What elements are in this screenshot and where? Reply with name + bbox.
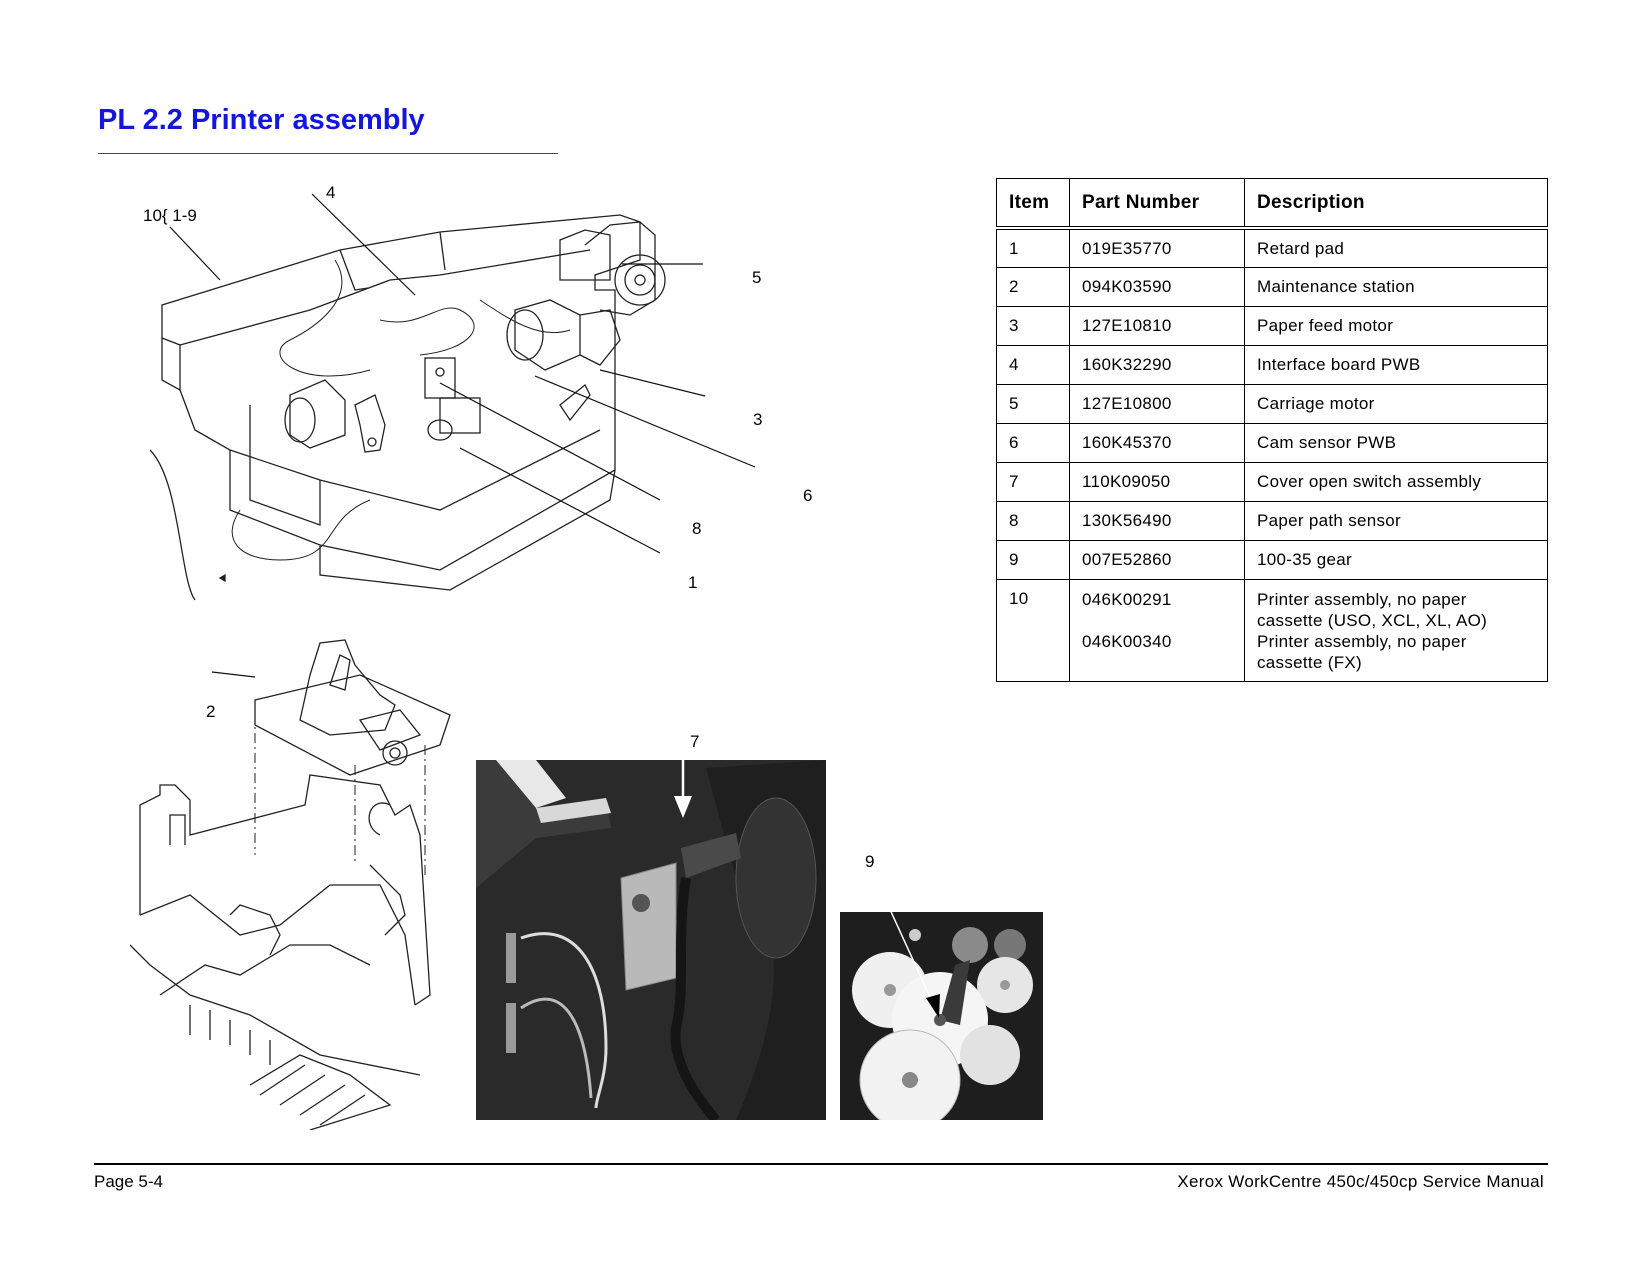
description-line: cassette (USO, XCL, XL, AO) <box>1257 610 1488 630</box>
table-row: 9 007E52860 100-35 gear <box>996 539 1548 580</box>
cell-item: 6 <box>996 422 1070 463</box>
callout-10: 10{ 1-9 <box>143 206 197 225</box>
cell-description: 100-35 gear <box>1244 539 1548 580</box>
cell-part-number: 007E52860 <box>1069 539 1245 580</box>
cell-description: Retard pad <box>1244 227 1548 268</box>
part-number-line: 046K00340 <box>1082 631 1172 651</box>
cell-item: 5 <box>996 383 1070 424</box>
cell-part-number: 019E35770 <box>1069 227 1245 268</box>
callout-4: 4 <box>326 183 336 202</box>
cell-description: Interface board PWB <box>1244 344 1548 385</box>
callout-1: 1 <box>688 573 698 592</box>
cell-item: 4 <box>996 344 1070 385</box>
callout-8: 8 <box>692 519 702 538</box>
callout-3: 3 <box>753 410 763 429</box>
cell-item: 9 <box>996 539 1070 580</box>
cover-switch-photo <box>476 748 826 1120</box>
table-row: 4 160K32290 Interface board PWB <box>996 344 1548 385</box>
manual-title: Xerox WorkCentre 450c/450cp Service Manu… <box>1177 1172 1544 1191</box>
cell-description: Cam sensor PWB <box>1244 422 1548 463</box>
cell-part-number: 094K03590 <box>1069 266 1245 307</box>
table-header-row: Item Part Number Description <box>996 178 1548 230</box>
table-row: 2 094K03590 Maintenance station <box>996 266 1548 307</box>
cell-description: Carriage motor <box>1244 383 1548 424</box>
table-row: 1 019E35770 Retard pad <box>996 227 1548 268</box>
cell-part-number: 110K09050 <box>1069 461 1245 502</box>
cell-part-number: 130K56490 <box>1069 500 1245 541</box>
cell-item: 1 <box>996 227 1070 268</box>
cell-item: 7 <box>996 461 1070 502</box>
header-description: Description <box>1244 178 1548 230</box>
cell-description: Cover open switch assembly <box>1244 461 1548 502</box>
cell-part-number: 127E10800 <box>1069 383 1245 424</box>
callout-7: 7 <box>690 732 700 751</box>
page-title: PL 2.2 Printer assembly <box>98 104 425 136</box>
description-line: Printer assembly, no paper <box>1257 631 1467 651</box>
cell-description: Printer assembly, no paper cassette (USO… <box>1244 578 1548 682</box>
cell-description: Maintenance station <box>1244 266 1548 307</box>
parts-table: Item Part Number Description 1 019E35770… <box>996 178 1548 682</box>
title-underline <box>98 153 558 154</box>
footer-divider <box>94 1163 1548 1165</box>
table-row: 5 127E10800 Carriage motor <box>996 383 1548 424</box>
cell-item: 2 <box>996 266 1070 307</box>
table-row: 6 160K45370 Cam sensor PWB <box>996 422 1548 463</box>
cell-item: 3 <box>996 305 1070 346</box>
description-line: cassette (FX) <box>1257 652 1362 672</box>
cell-item: 8 <box>996 500 1070 541</box>
cell-description: Paper path sensor <box>1244 500 1548 541</box>
description-line: Printer assembly, no paper <box>1257 589 1467 609</box>
callout-5: 5 <box>752 268 762 287</box>
maintenance-station-drawing <box>130 639 451 1130</box>
gear-photo <box>840 880 1043 1120</box>
part-number-line: 046K00291 <box>1082 589 1172 609</box>
table-row: 10 046K00291 046K00340 Printer assembly,… <box>996 578 1548 682</box>
table-row: 8 130K56490 Paper path sensor <box>996 500 1548 541</box>
cell-part-number: 046K00291 046K00340 <box>1069 578 1245 682</box>
callout-9: 9 <box>865 852 875 871</box>
table-row: 7 110K09050 Cover open switch assembly <box>996 461 1548 502</box>
header-item: Item <box>996 178 1070 230</box>
callout-2: 2 <box>206 702 216 721</box>
cell-part-number: 160K45370 <box>1069 422 1245 463</box>
callout-6: 6 <box>803 486 813 505</box>
page-number: Page 5-4 <box>94 1172 163 1191</box>
cell-part-number: 160K32290 <box>1069 344 1245 385</box>
table-row: 3 127E10810 Paper feed motor <box>996 305 1548 346</box>
cell-description: Paper feed motor <box>1244 305 1548 346</box>
printer-assembly-drawing <box>149 193 756 601</box>
cell-part-number: 127E10810 <box>1069 305 1245 346</box>
header-part-number: Part Number <box>1069 178 1245 230</box>
cell-item: 10 <box>996 578 1070 682</box>
